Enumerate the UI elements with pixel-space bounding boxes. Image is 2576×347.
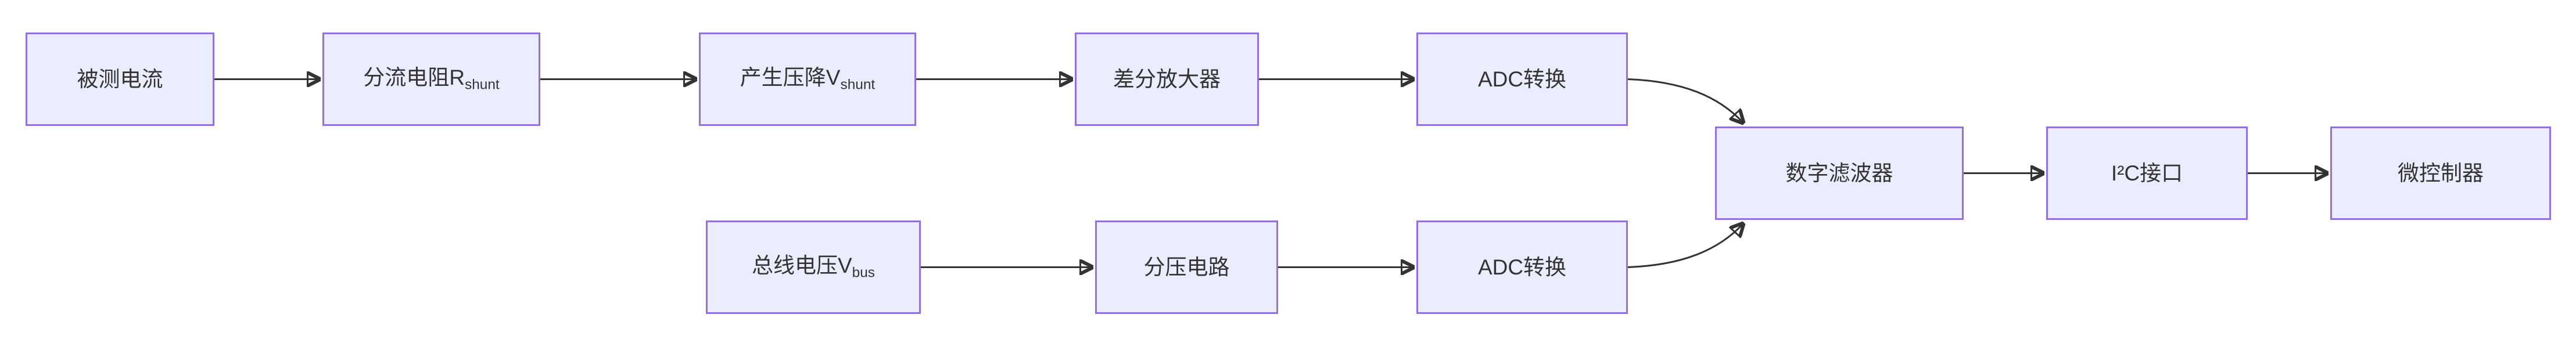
node-label: ADC转换 <box>1477 67 1567 91</box>
node-digital-filter: 数字滤波器 <box>1715 126 1964 220</box>
node-label: ADC转换 <box>1477 255 1567 279</box>
node-label: 微控制器 <box>2398 161 2484 185</box>
node-voltage-divider: 分压电路 <box>1095 221 1278 314</box>
node-microcontroller: 微控制器 <box>2330 126 2551 220</box>
node-label: 分压电路 <box>1143 255 1230 279</box>
node-shunt-voltage-drop: 产生压降Vshunt <box>699 32 916 126</box>
node-label: I²C接口 <box>2111 161 2183 185</box>
node-label: 产生压降Vshunt <box>740 65 876 92</box>
edge-adc-current-to-digital-filter <box>1627 78 1743 123</box>
edge-adc-voltage-to-digital-filter <box>1627 224 1743 268</box>
node-bus-voltage: 总线电压Vbus <box>706 221 921 314</box>
node-label-subscript: shunt <box>465 76 500 92</box>
node-label: 分流电阻Rshunt <box>363 65 500 92</box>
node-label-subscript: bus <box>852 264 876 280</box>
node-adc-voltage: ADC转换 <box>1416 221 1628 314</box>
node-label: 差分放大器 <box>1113 67 1221 91</box>
node-measured-current: 被测电流 <box>26 32 214 126</box>
node-i2c-interface: I²C接口 <box>2046 126 2248 220</box>
node-label-subscript: shunt <box>840 76 876 92</box>
node-label: 数字滤波器 <box>1785 161 1893 185</box>
node-diff-amplifier: 差分放大器 <box>1075 32 1259 126</box>
node-shunt-resistor: 分流电阻Rshunt <box>322 32 540 126</box>
node-label: 总线电压Vbus <box>751 253 876 280</box>
node-adc-current: ADC转换 <box>1416 32 1628 126</box>
node-label: 被测电流 <box>77 67 163 91</box>
